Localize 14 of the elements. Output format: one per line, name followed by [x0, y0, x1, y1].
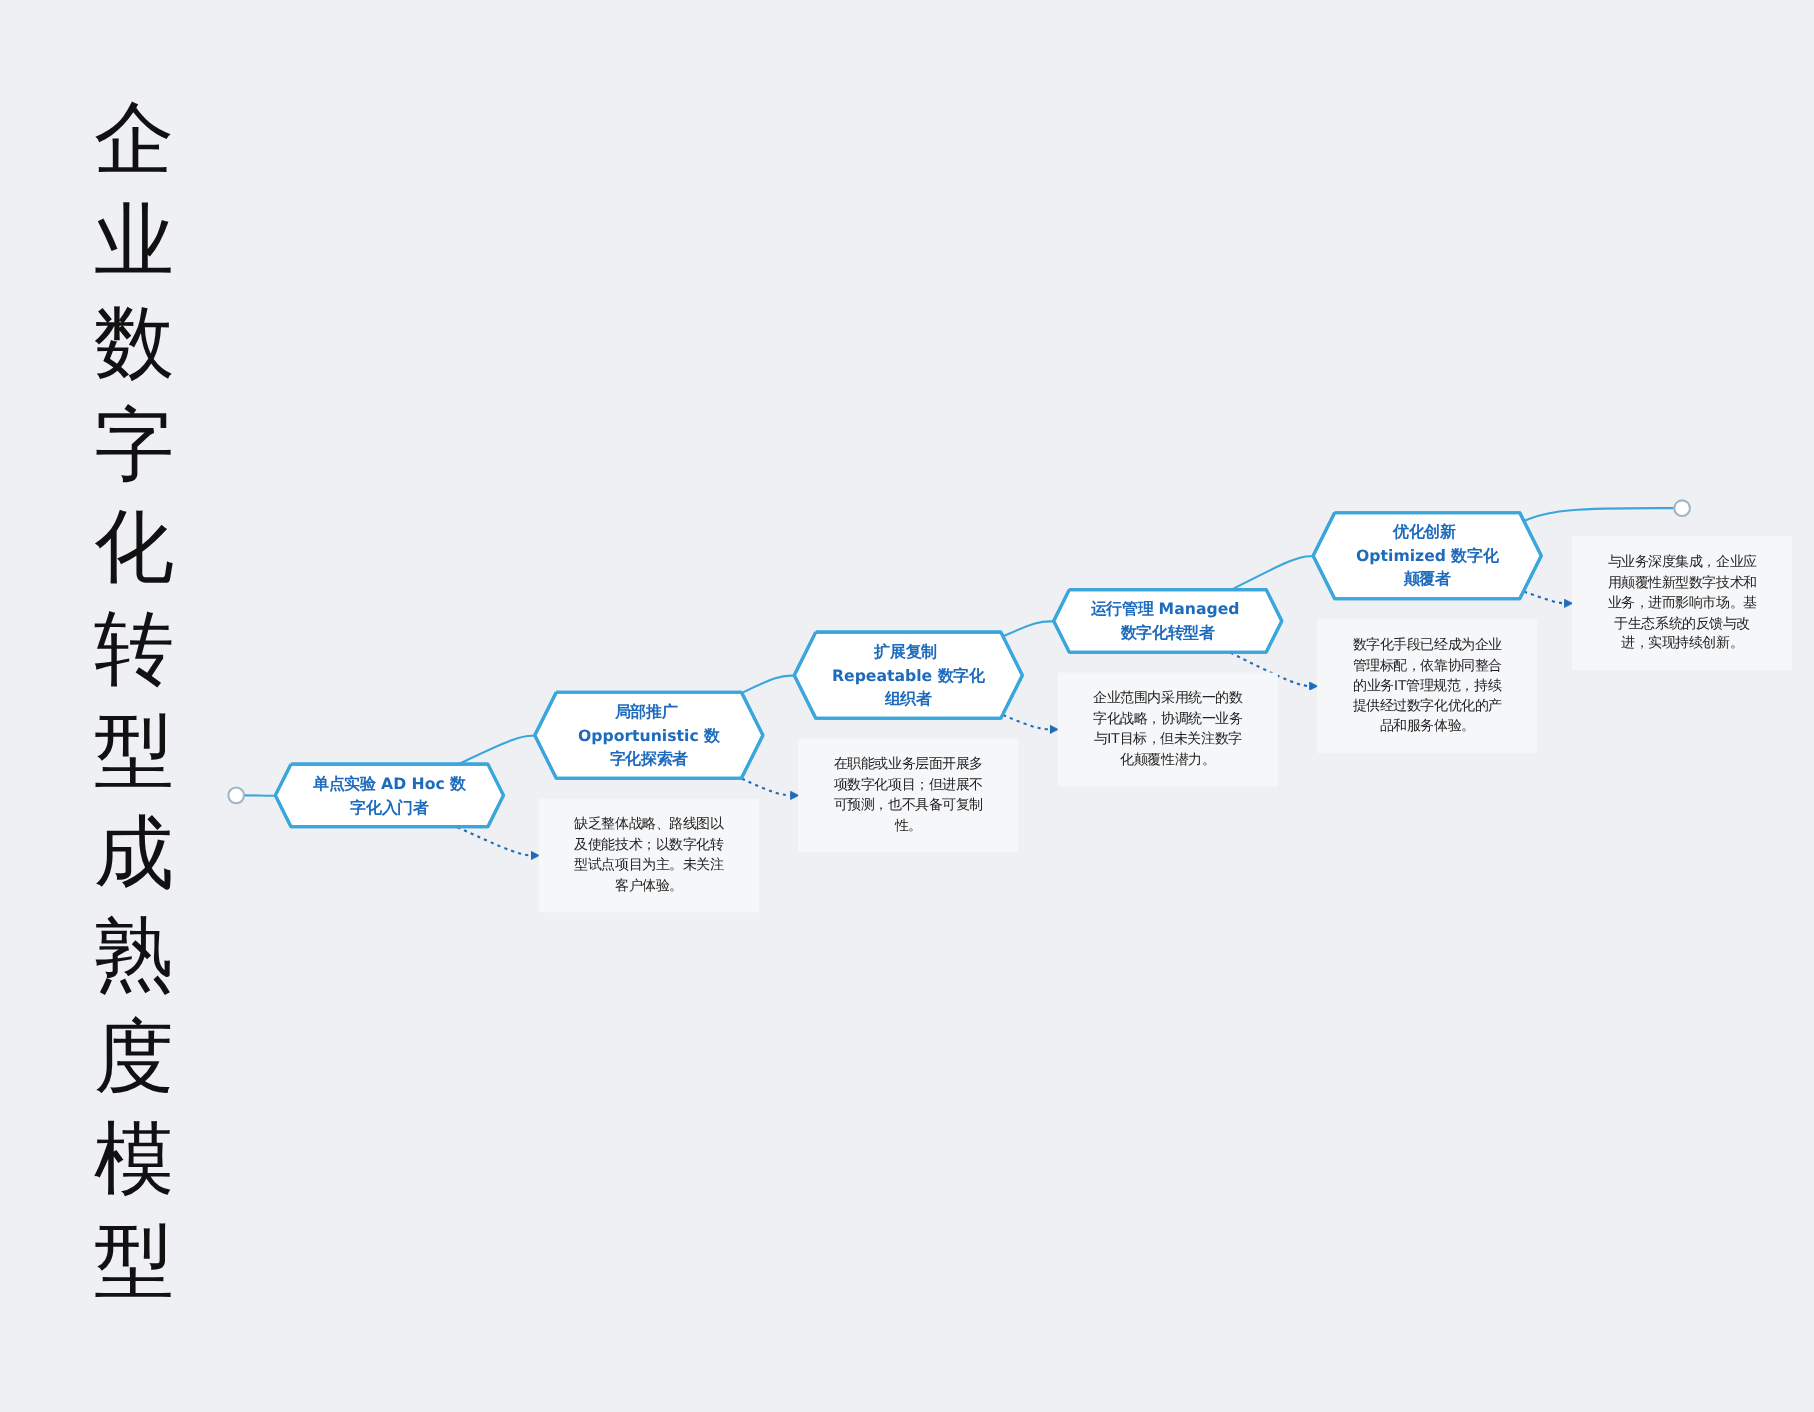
arrow: [1523, 590, 1573, 608]
connector: [244, 794, 276, 797]
connector: [1002, 620, 1055, 638]
connector: [741, 674, 795, 694]
connector: [1523, 507, 1675, 522]
node-circle: [227, 786, 246, 805]
arrow: [1230, 651, 1319, 691]
connector: [457, 734, 536, 766]
connector: [1230, 555, 1314, 591]
title: 企业数字化转型成熟度模型: [92, 92, 176, 1312]
arrow: [457, 826, 540, 860]
arrow: [1002, 714, 1059, 734]
arrow: [741, 777, 800, 800]
node-circle: [1673, 499, 1691, 517]
